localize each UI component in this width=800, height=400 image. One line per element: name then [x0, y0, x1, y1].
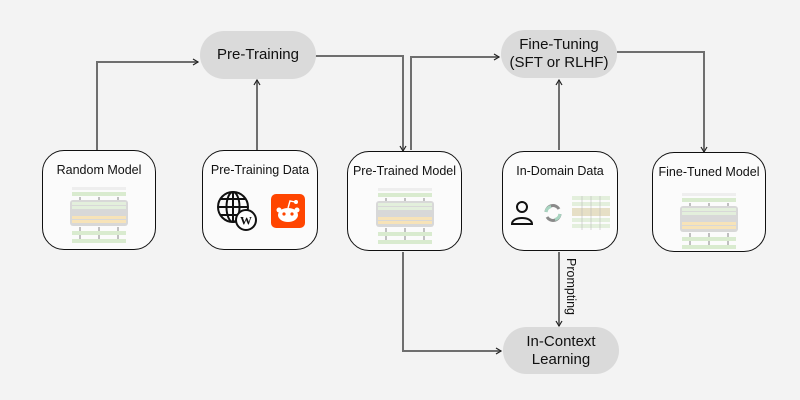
- dataset-table-icon: [572, 196, 610, 230]
- refresh-cycle-icon: [544, 204, 562, 222]
- transformer-diagram-icon: [70, 187, 128, 243]
- edge-ptmodel-to-icl: [402, 252, 503, 355]
- edge-random-to-pretraining: [96, 58, 200, 150]
- transformer-diagram-icon: [680, 193, 738, 249]
- pre-trained-model-box: Pre-Trained Model: [347, 151, 462, 251]
- random-model-box: Random Model: [42, 150, 156, 250]
- fine-tuning-sublabel: (SFT or RLHF): [509, 54, 609, 71]
- edge-ptmodel-to-finetuning: [410, 53, 501, 150]
- in-context-learning-stage: In-Context Learning: [503, 327, 619, 374]
- pre-trained-model-title: Pre-Trained Model: [352, 164, 457, 178]
- pre-training-stage: Pre-Training: [200, 31, 316, 79]
- transformer-diagram-icon: [375, 188, 434, 244]
- prompting-edge-label: Prompting: [562, 258, 578, 324]
- fine-tuned-model-title: Fine-Tuned Model: [658, 165, 760, 179]
- fine-tuned-model-box: Fine-Tuned Model: [652, 152, 766, 252]
- edge-finetuning-to-ftmodel: [617, 51, 708, 154]
- svg-text:W: W: [240, 214, 252, 228]
- edge-pretraining-to-ptmodel: [315, 55, 407, 153]
- icl-label-line1: In-Context: [526, 332, 596, 350]
- fine-tuning-stage: Fine-Tuning (SFT or RLHF): [501, 30, 617, 78]
- in-domain-data-title: In-Domain Data: [516, 164, 604, 178]
- fine-tuning-label: Fine-Tuning: [519, 36, 599, 53]
- prompting-text: Prompting: [564, 258, 578, 315]
- reddit-icon: [271, 194, 305, 228]
- pre-training-label: Pre-Training: [217, 46, 299, 63]
- globe-wikipedia-icon: W: [217, 191, 257, 231]
- icl-label-line2: Learning: [531, 350, 591, 368]
- random-model-title: Random Model: [56, 163, 142, 177]
- in-domain-data-box: In-Domain Data: [502, 151, 618, 251]
- person-icon: [510, 201, 534, 225]
- pre-training-data-title: Pre-Training Data: [210, 163, 310, 177]
- pre-training-data-box: Pre-Training Data W: [202, 150, 318, 250]
